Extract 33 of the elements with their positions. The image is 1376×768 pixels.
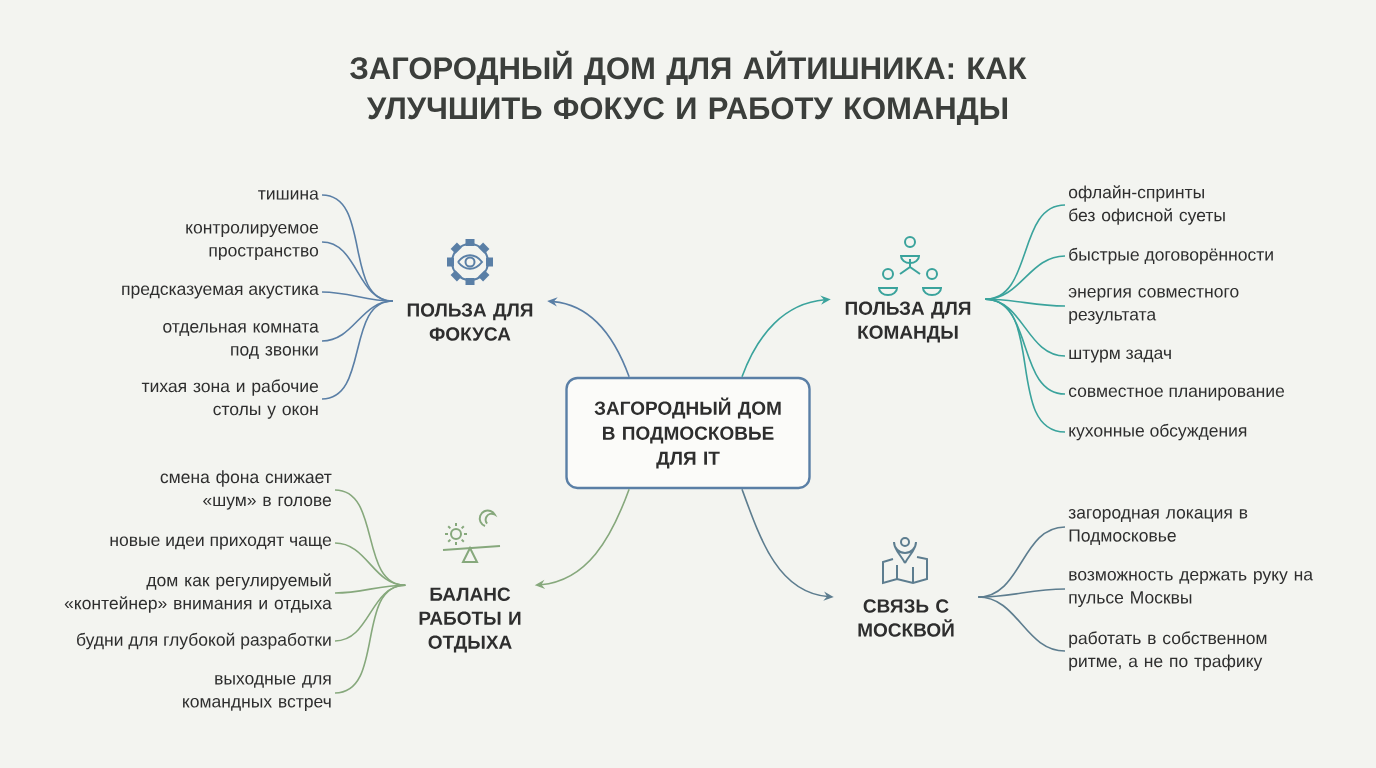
leaf-text: будни для глубокой разработки — [77, 632, 331, 650]
leaf-text: офлайн-спринты без офисной суеты — [1068, 185, 1225, 225]
title: ЗАГОРОДНЫЙ ДОМ ДЛЯ АЙТИШНИКА: КАК УЛУЧШИТЬ ФОКУС И РАБОТУ КОМАНДЫ — [350, 50, 1027, 126]
connector-line — [334, 584, 407, 694]
leaf-text: новые идеи приходят чаще — [110, 536, 332, 550]
leaf-text: энергия совместного результата — [1068, 287, 1239, 325]
connector-line — [984, 298, 1066, 307]
branch-label: ПОЛЬЗА ДЛЯ ФОКУСА — [407, 303, 533, 341]
connector-line — [334, 584, 407, 594]
leaf-text: отдельная комната под звонки — [163, 323, 319, 359]
branch-label: БАЛАНС РАБОТЫ И ОТДЫХА — [419, 587, 521, 653]
leaf-text: работать в собственном ритме, а не по трафику — [1069, 631, 1267, 671]
leaf-text: контролируемое пространство — [186, 223, 319, 261]
leaf-text: загородная локация в Подмосковье — [1068, 509, 1248, 545]
connector-line — [984, 255, 1066, 301]
connector-line — [321, 300, 394, 400]
connector-line — [334, 542, 407, 587]
leaf-text: возможность держать руку на пульсе Москвы — [1069, 570, 1314, 608]
topic-box: ЗАГОРОДНЫЙ ДОМ В ПОДМОСКОВЬЕ ДЛЯ IT — [565, 376, 811, 490]
leaf-text: выходные для командных встреч — [183, 674, 331, 711]
branch-label: СВЯЗЬ С МОСКВОЙ — [858, 599, 954, 637]
leaf-text: совместное планирование — [1068, 387, 1285, 401]
leaf-text: смена фона снижает «шум» в голове — [160, 470, 332, 510]
leaf-text: предсказуемая акустика — [122, 285, 319, 299]
leaf-text: кухонные обсуждения — [1069, 423, 1247, 441]
connector-line — [977, 596, 1066, 652]
connector-line — [984, 298, 1066, 433]
leaf-text: быстрые договорённости — [1069, 247, 1273, 265]
leaf-text: тихая зона и рабочие столы у окон — [141, 379, 319, 419]
leaf-text: дом как регулируемый «контейнер» внимания и отдыха — [64, 573, 332, 613]
leaf-text: штурм задач — [1069, 349, 1171, 363]
branch-label: ПОЛЬЗА ДЛЯ КОМАНДЫ — [845, 301, 971, 343]
leaf-text: тишина — [258, 190, 319, 200]
